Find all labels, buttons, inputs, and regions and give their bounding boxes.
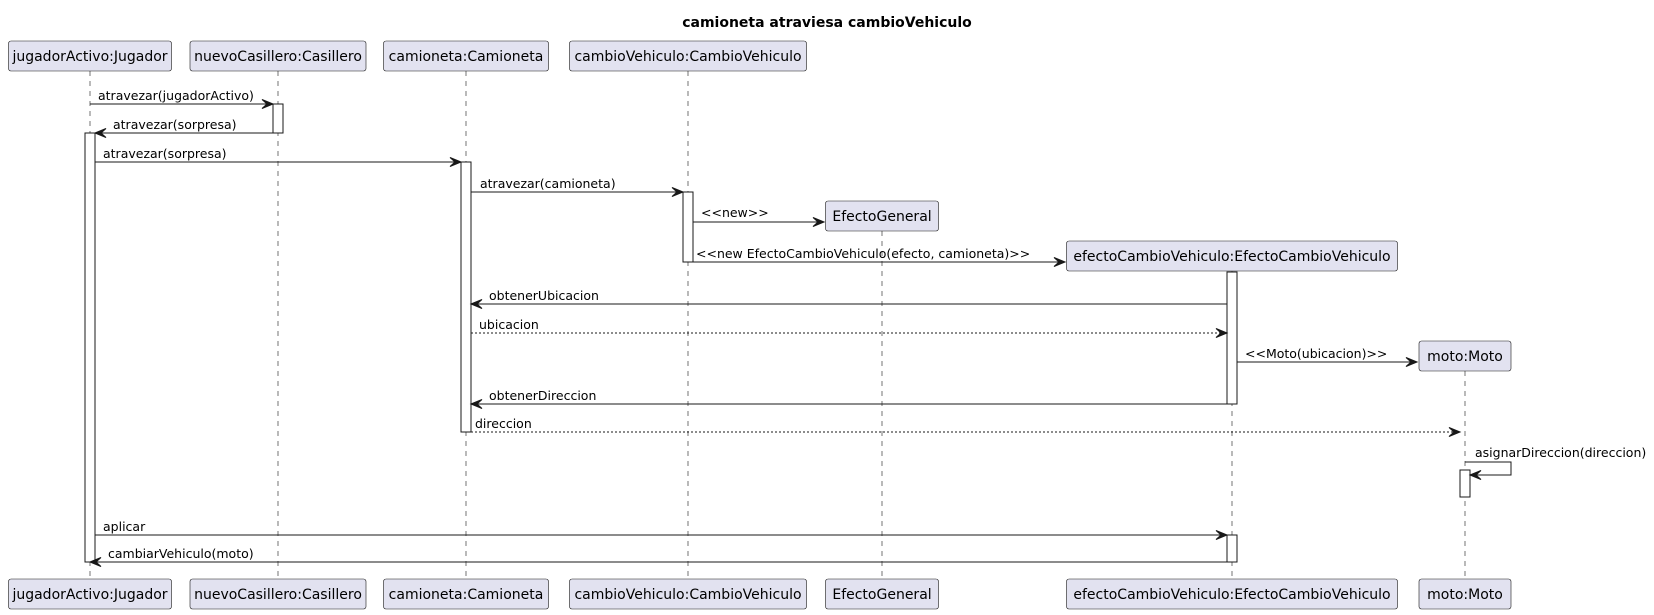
activation-bar-moto [1459, 469, 1471, 498]
message-label-10: obtenerDireccion [489, 388, 596, 403]
messages: atravezar(jugadorActivo) atravezar(sorpre… [88, 88, 1646, 567]
participant-box-moto-foot [1418, 578, 1512, 610]
message-arrowhead-13 [1215, 530, 1229, 540]
participant-label-casillero-head: nuevoCasillero:Casillero [194, 49, 362, 65]
participant-box-general-head [825, 200, 939, 232]
message-label-3: atravezar(sorpresa) [103, 146, 227, 161]
message-label-12: asignarDireccion(direccion) [1475, 445, 1646, 460]
message-line-12 [1465, 461, 1512, 476]
participant-label-camioneta-foot: camioneta:Camioneta [389, 587, 544, 603]
participant-label-cambio-foot: cambioVehiculo:CambioVehiculo [574, 587, 801, 603]
participant-label-moto-head: moto:Moto [1427, 349, 1503, 365]
activation-bar-efecto [1226, 534, 1238, 563]
message-label-8: ubicacion [479, 317, 539, 332]
participant-box-camioneta-foot [383, 578, 549, 610]
activation-bar-jugador [84, 132, 96, 563]
message-arrowhead-1 [261, 99, 275, 109]
message-arrowhead-8 [1215, 328, 1229, 338]
participant-label-camioneta-head: camioneta:Camioneta [389, 49, 544, 65]
activation-bar-camioneta [460, 161, 472, 433]
participant-box-efecto-foot [1066, 578, 1398, 610]
participants: jugadorActivo:Jugador jugadorActivo:Jugad… [8, 40, 1512, 610]
message-label-2: atravezar(sorpresa) [113, 117, 237, 132]
participant-label-jugador-foot: jugadorActivo:Jugador [11, 587, 167, 603]
participant-label-general-foot: EfectoGeneral [832, 587, 931, 603]
message-arrowhead-10 [469, 399, 483, 409]
message-label-14: cambiarVehiculo(moto) [108, 546, 254, 561]
participant-box-camioneta-head [383, 40, 549, 72]
participant-box-moto-head [1418, 340, 1512, 372]
participant-box-casillero-foot [189, 578, 367, 610]
message-label-6: <<new EfectoCambioVehiculo(efecto, camio… [696, 246, 1030, 261]
participant-box-cambio-foot [569, 578, 807, 610]
message-arrowhead-5 [812, 217, 826, 227]
participant-label-efecto-foot: efectoCambioVehiculo:EfectoCambioVehicul… [1073, 587, 1390, 603]
participant-box-efecto-head [1066, 240, 1398, 272]
participant-box-jugador-foot [8, 578, 172, 610]
participant-label-general-head: EfectoGeneral [832, 209, 931, 225]
message-arrowhead-9 [1405, 357, 1419, 367]
participant-label-jugador-head: jugadorActivo:Jugador [11, 49, 167, 65]
activation-bar-cambio [682, 191, 694, 263]
message-arrowhead-4 [671, 187, 685, 197]
participant-label-cambio-head: cambioVehiculo:CambioVehiculo [574, 49, 801, 65]
participant-label-moto-foot: moto:Moto [1427, 587, 1503, 603]
message-arrowhead-6 [1053, 257, 1067, 267]
message-arrowhead-14 [88, 557, 102, 567]
message-arrowhead-12 [1468, 470, 1482, 480]
message-arrowhead-2 [93, 128, 107, 138]
message-arrowhead-7 [469, 299, 483, 309]
activation-bars [84, 103, 1471, 563]
activation-bar-efecto [1226, 271, 1238, 405]
activation-bar-casillero [272, 103, 284, 134]
message-label-1: atravezar(jugadorActivo) [98, 88, 254, 103]
message-label-5: <<new>> [701, 205, 769, 220]
participant-label-casillero-foot: nuevoCasillero:Casillero [194, 587, 362, 603]
message-arrowhead-11 [1448, 427, 1462, 437]
participant-box-cambio-head [569, 40, 807, 72]
message-arrowhead-3 [449, 157, 463, 167]
participant-box-casillero-head [189, 40, 367, 72]
message-label-9: <<Moto(ubicacion)>> [1245, 346, 1387, 361]
message-label-4: atravezar(camioneta) [480, 176, 616, 191]
participant-box-general-foot [825, 578, 939, 610]
message-label-11: direccion [475, 416, 532, 431]
participant-label-efecto-head: efectoCambioVehiculo:EfectoCambioVehicul… [1073, 249, 1390, 265]
participant-box-jugador-head [8, 40, 172, 72]
lifelines [89, 71, 1466, 579]
diagram-title: camioneta atraviesa cambioVehiculo [682, 15, 972, 31]
message-label-13: aplicar [103, 519, 146, 534]
message-label-7: obtenerUbicacion [489, 288, 599, 303]
